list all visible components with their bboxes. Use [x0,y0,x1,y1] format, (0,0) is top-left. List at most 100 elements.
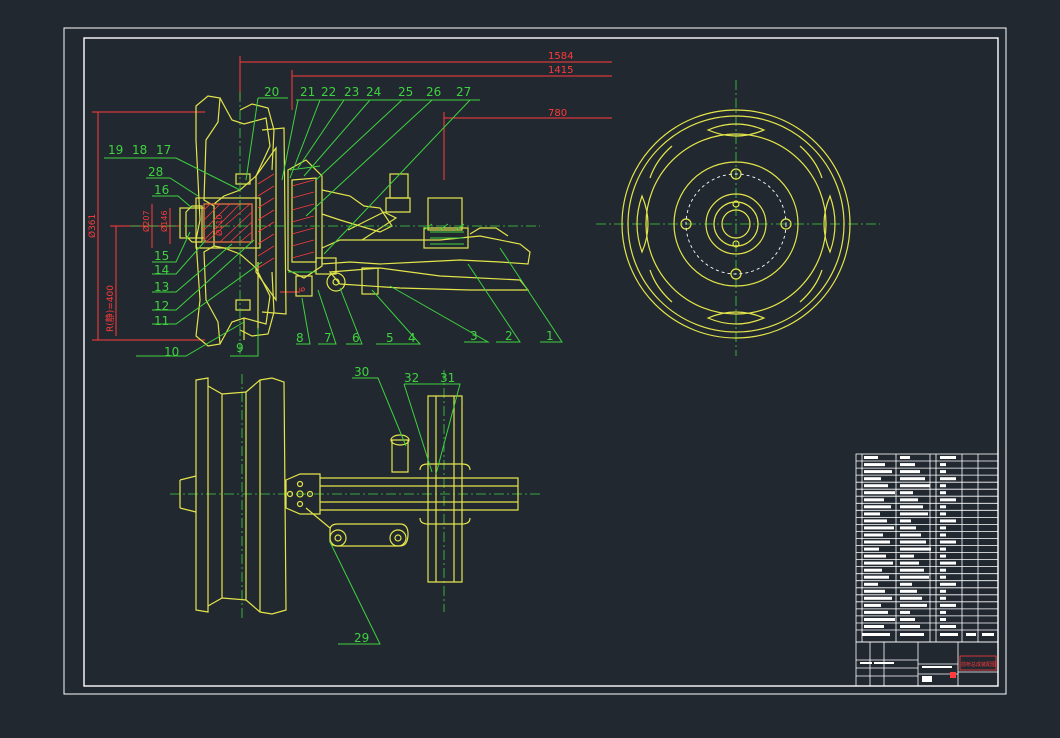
parts-list-entry [864,582,878,586]
balloon-21: 21 [300,85,315,99]
parts-list-entry [864,618,895,621]
parts-list-entry [940,575,946,579]
parts-list-entry [940,456,956,459]
parts-list-entry [864,463,885,467]
parts-list-entry [900,540,926,544]
balloon-15: 15 [154,249,169,263]
parts-list-entry [900,625,920,628]
balloon-8: 8 [296,331,304,345]
balloon-32: 32 [404,371,419,385]
parts-list-entry [864,625,884,628]
balloon-13: 13 [154,280,169,294]
parts-list-entry [940,561,956,565]
balloon-7: 7 [324,331,332,345]
parts-list-entry [900,554,914,558]
parts-list-entry [864,561,893,565]
parts-list-entry [864,568,882,572]
wheel-bolt-circle [685,173,787,275]
parts-list-entry [940,512,946,516]
parts-list-entry [864,554,886,558]
balloon-29: 29 [354,631,369,645]
parts-list-entry [864,610,888,614]
balloon-1: 1 [546,329,554,343]
balloon-26: 26 [426,85,441,99]
balloon-14: 14 [154,263,169,277]
centerlines [130,80,880,618]
balloon-6: 6 [352,331,360,345]
balloon-17: 17 [156,143,171,157]
leader-lines [104,97,563,645]
balloon-16: 16 [154,183,169,197]
section-green-details [288,165,465,273]
parts-list-entry [940,610,946,614]
parts-list-entry [940,491,946,495]
balloon-22: 22 [321,85,336,99]
parts-list-entry [900,575,929,579]
balloon-25: 25 [398,85,413,99]
parts-list-entry [940,582,956,586]
dim-780: 780 [548,108,567,119]
balloon-23: 23 [344,85,359,99]
parts-list-entry [900,477,925,481]
dim-1415: 1415 [548,65,573,76]
drawing-title-box [959,655,997,671]
parts-list-entry [900,484,930,488]
parts-list-entry [940,526,946,530]
title-block-mark [950,672,956,678]
balloon-20: 20 [264,85,279,99]
balloon-31: 31 [440,371,455,385]
balloon-27: 27 [456,85,471,99]
parts-list-entry [940,618,946,621]
parts-list-entries [864,456,956,628]
parts-list-entry [900,610,910,614]
parts-list-entry [940,554,946,558]
parts-list-entry [900,519,911,523]
parts-list-entry [940,498,956,502]
parts-list-entry [940,477,956,481]
parts-list-entry [940,596,946,600]
parts-list-entry [900,512,928,516]
parts-list-entry [940,470,946,474]
balloon-labels: 20 21 22 23 24 25 26 27 19 18 17 28 16 1… [108,85,554,645]
balloon-12: 12 [154,299,169,313]
parts-list-entry [900,463,915,467]
parts-list-table [855,453,999,643]
parts-list-entry [864,603,881,607]
dim-phi-outer: Ø361 [87,214,98,238]
parts-list-entry [864,512,880,516]
parts-list-entry [864,519,887,523]
parts-list-entry [864,596,892,600]
parts-list-entry [900,561,919,565]
drawing-title: 前桥总成装配图 [961,661,996,668]
parts-list-entry [900,582,912,586]
parts-list-entry [900,491,913,495]
parts-list-entry [940,547,946,551]
parts-list-entry [940,484,946,488]
parts-list-entry [940,540,956,544]
parts-list-entry [900,589,917,593]
parts-list-entry [864,526,894,530]
parts-list-entry [940,603,956,607]
balloon-2: 2 [505,329,513,343]
parts-list-entry [864,547,879,551]
balloon-30: 30 [354,365,369,379]
parts-list-entry [900,603,927,607]
parts-list-entry [864,589,885,593]
balloon-4: 4 [408,331,416,345]
parts-list-entry [864,498,884,502]
parts-list-entry [864,456,878,459]
wheel-front-view [621,109,851,339]
parts-list-entry [900,526,916,530]
balloon-3: 3 [470,329,478,343]
dim-phi-seal: Ø146 [159,210,169,232]
parts-list-entry [900,547,931,551]
parts-list-entry [940,505,946,509]
dimension-texts: 1584 1415 780 Ø361 R(静)=400 Ø207 Ø146 Ø1… [87,51,573,332]
drawing-frame [63,27,1007,695]
balloon-9: 9 [236,341,244,355]
parts-list-entry [900,470,920,474]
parts-list-entry [864,484,888,488]
balloon-5: 5 [386,331,394,345]
balloon-10: 10 [164,345,179,359]
